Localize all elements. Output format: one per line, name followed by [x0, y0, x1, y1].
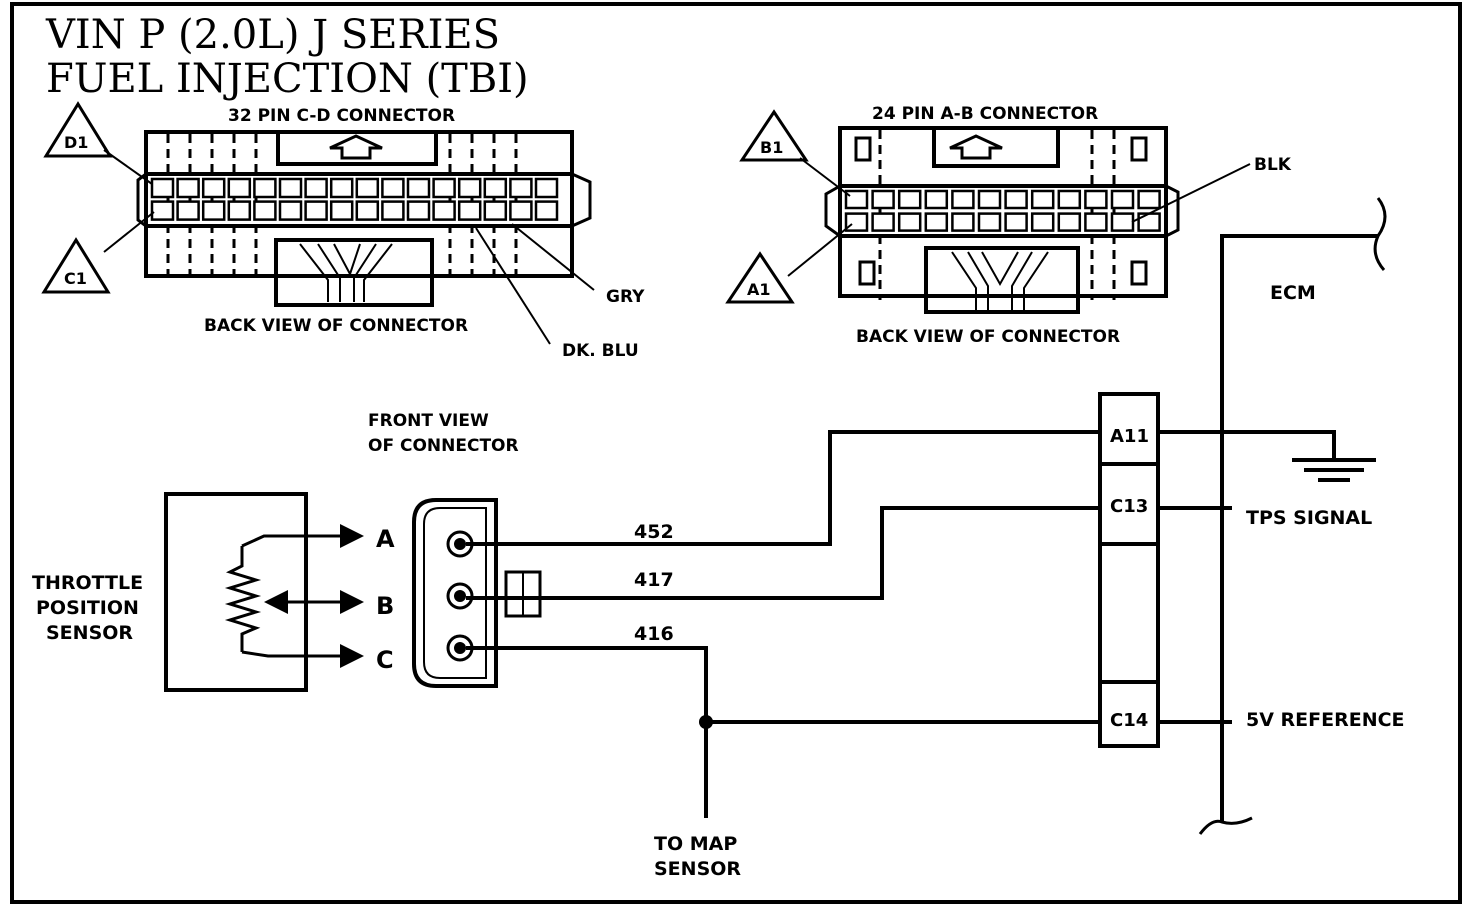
map-sensor-label-line2: SENSOR — [654, 858, 741, 880]
connector-cd-caption: 32 PIN C-D CONNECTOR — [228, 106, 455, 126]
connector-ab-caption: 24 PIN A-B CONNECTOR — [872, 104, 1098, 124]
connector-pin-cell — [483, 200, 508, 221]
connector-pin-cell — [176, 177, 200, 199]
connector-pin-cell — [176, 200, 200, 221]
connector-pin-cell — [509, 200, 533, 221]
connector-pin-cell — [457, 200, 482, 221]
connector-pin-cell — [329, 177, 354, 199]
throttle-position-sensor: THROTTLE POSITION SENSOR A B C — [32, 492, 395, 692]
sensor-terminal-c: C — [376, 646, 394, 674]
wire-dkblu-label: DK. BLU — [562, 341, 639, 361]
connector-pin-cell — [1057, 212, 1082, 232]
wire-417-label: 417 — [634, 569, 674, 591]
connector-cd-back-view-label: BACK VIEW OF CONNECTOR — [204, 316, 468, 336]
connector-pin-cell — [381, 200, 405, 221]
tps-signal-label: TPS SIGNAL — [1246, 507, 1372, 529]
sensor-name-line3: SENSOR — [46, 622, 133, 644]
connector-pin-cell — [483, 177, 508, 199]
sensor-name-line1: THROTTLE — [32, 572, 143, 594]
ecm: ECM A11 C13 C14 TPS SIGNAL 5V REFERENCE — [1098, 197, 1405, 835]
wire-416-splice — [699, 715, 713, 729]
connector-pin-cell — [278, 200, 303, 221]
connector-pin-cell — [253, 200, 277, 221]
connector-pin-cell — [432, 177, 456, 199]
connector-pin-cell — [509, 177, 533, 199]
connector-pin-cell — [1030, 212, 1055, 232]
connector-ab-24pin: 24 PIN A-B CONNECTOR B1 A1 BLK BACK VIEW… — [725, 104, 1292, 347]
connector-pin-cell — [150, 177, 175, 199]
pin-a1-label: A1 — [747, 280, 771, 299]
wire-gry-label: GRY — [606, 287, 645, 307]
connector-pin-cell — [227, 200, 252, 221]
sensor-name-line2: POSITION — [36, 597, 139, 619]
connector-pin-cell — [253, 177, 277, 199]
connector-pin-cell — [1110, 212, 1135, 232]
connector-pin-cell — [304, 177, 328, 199]
connector-pin-cell — [457, 177, 482, 199]
connector-pin-cell — [951, 189, 975, 210]
wire-416: 416 — [466, 623, 1100, 818]
connector-pin-cell — [201, 200, 226, 221]
front-view-label-line1: FRONT VIEW — [368, 411, 489, 431]
wire-417: 417 — [466, 506, 1100, 600]
pin-d1-label: D1 — [64, 133, 88, 152]
connector-pin-cell — [304, 200, 328, 221]
diagram-title-line2: FUEL INJECTION (TBI) — [46, 56, 529, 102]
connector-pin-cell — [897, 189, 922, 210]
wire-452-label: 452 — [634, 521, 674, 543]
connector-pin-cell — [355, 177, 380, 199]
connector-pin-cell — [1004, 212, 1028, 232]
connector-pin-cell — [406, 200, 431, 221]
connector-ab-back-view-label: BACK VIEW OF CONNECTOR — [856, 327, 1120, 347]
ecm-pin-a11: A11 — [1110, 426, 1149, 447]
connector-pin-cell — [1137, 189, 1161, 210]
tps-front-view-connector: FRONT VIEW OF CONNECTOR — [368, 411, 542, 688]
connector-pin-cell — [1084, 189, 1108, 210]
connector-pin-cell — [534, 177, 559, 199]
wire-416-label: 416 — [634, 623, 674, 645]
5v-reference-label: 5V REFERENCE — [1246, 709, 1405, 731]
connector-pin-cell — [381, 177, 405, 199]
connector-pin-cell — [1057, 189, 1082, 210]
connector-pin-cell — [871, 212, 895, 232]
diagram-title-line1: VIN P (2.0L) J SERIES — [45, 12, 500, 58]
connector-pin-cell — [871, 189, 895, 210]
pin-c1-label: C1 — [64, 269, 87, 288]
connector-pin-cell — [977, 189, 1002, 210]
connector-pin-cell — [227, 177, 252, 199]
connector-pin-cell — [951, 212, 975, 232]
connector-pin-cell — [432, 200, 456, 221]
connector-pin-cell — [924, 189, 949, 210]
connector-pin-cell — [150, 200, 175, 221]
connector-pin-cell — [897, 212, 922, 232]
connector-pin-cell — [1004, 189, 1028, 210]
connector-pin-cell — [355, 200, 380, 221]
connector-pin-cell — [977, 212, 1002, 232]
wire-452: 452 — [466, 430, 1100, 546]
connector-pin-cell — [201, 177, 226, 199]
connector-pin-cell — [1030, 189, 1055, 210]
wire-blk-label: BLK — [1254, 155, 1292, 175]
connector-pin-cell — [534, 200, 559, 221]
connector-pin-cell — [924, 212, 949, 232]
sensor-terminal-a: A — [376, 525, 395, 553]
map-sensor-label-line1: TO MAP — [654, 833, 737, 855]
sensor-terminal-b: B — [376, 592, 394, 620]
ecm-label: ECM — [1270, 282, 1316, 304]
front-view-label-line2: OF CONNECTOR — [368, 436, 519, 456]
connector-pin-cell — [844, 189, 869, 210]
connector-pin-cell — [844, 212, 869, 232]
pin-b1-label: B1 — [760, 138, 783, 157]
connector-pin-cell — [329, 200, 354, 221]
diagram-border — [10, 2, 1462, 904]
connector-pin-cell — [406, 177, 431, 199]
connector-pin-cell — [1110, 189, 1135, 210]
ecm-pin-c13: C13 — [1110, 496, 1148, 517]
ecm-pin-c14: C14 — [1110, 710, 1148, 731]
connector-cd-32pin: 32 PIN C-D CONNECTOR D1 C1 BACK V — [41, 101, 645, 361]
connector-pin-cell — [1084, 212, 1108, 232]
connector-pin-cell — [278, 177, 303, 199]
